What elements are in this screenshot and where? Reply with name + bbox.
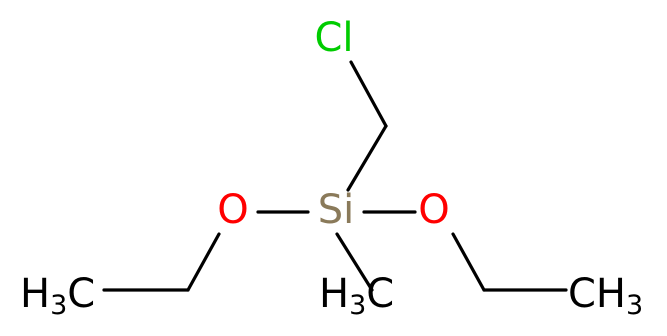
group-ch3-methyl-sub: 3	[349, 290, 366, 321]
group-ch3-left-h: H	[20, 271, 50, 317]
atom-o-right: O	[418, 187, 449, 233]
bond-si-methyl	[335, 232, 374, 292]
bonds	[102, 60, 568, 292]
group-ch3-right: CH3	[568, 271, 643, 321]
bond-ch2-si	[346, 124, 388, 192]
atom-si: Si	[318, 187, 355, 233]
group-ch3-methyl-c: C	[366, 271, 394, 317]
atom-cl: Cl	[314, 15, 353, 61]
group-ch3-left-c: C	[67, 271, 95, 317]
bond-cl-ch2	[349, 60, 388, 128]
atom-o-left: O	[217, 187, 248, 233]
group-ch3-right-sub: 3	[626, 290, 643, 321]
group-ch3-right-ch: CH	[568, 271, 626, 317]
group-ch3-left-sub: 3	[50, 290, 67, 321]
group-ch3-left: H3C	[20, 271, 95, 321]
bond-o-right-ch2	[451, 232, 486, 292]
bond-o-left-ch2	[186, 232, 221, 292]
group-ch3-methyl: H3C	[319, 271, 394, 321]
group-ch3-methyl-h: H	[319, 271, 349, 317]
atom-labels: Cl Si O O H3C H3C CH3	[20, 15, 643, 321]
